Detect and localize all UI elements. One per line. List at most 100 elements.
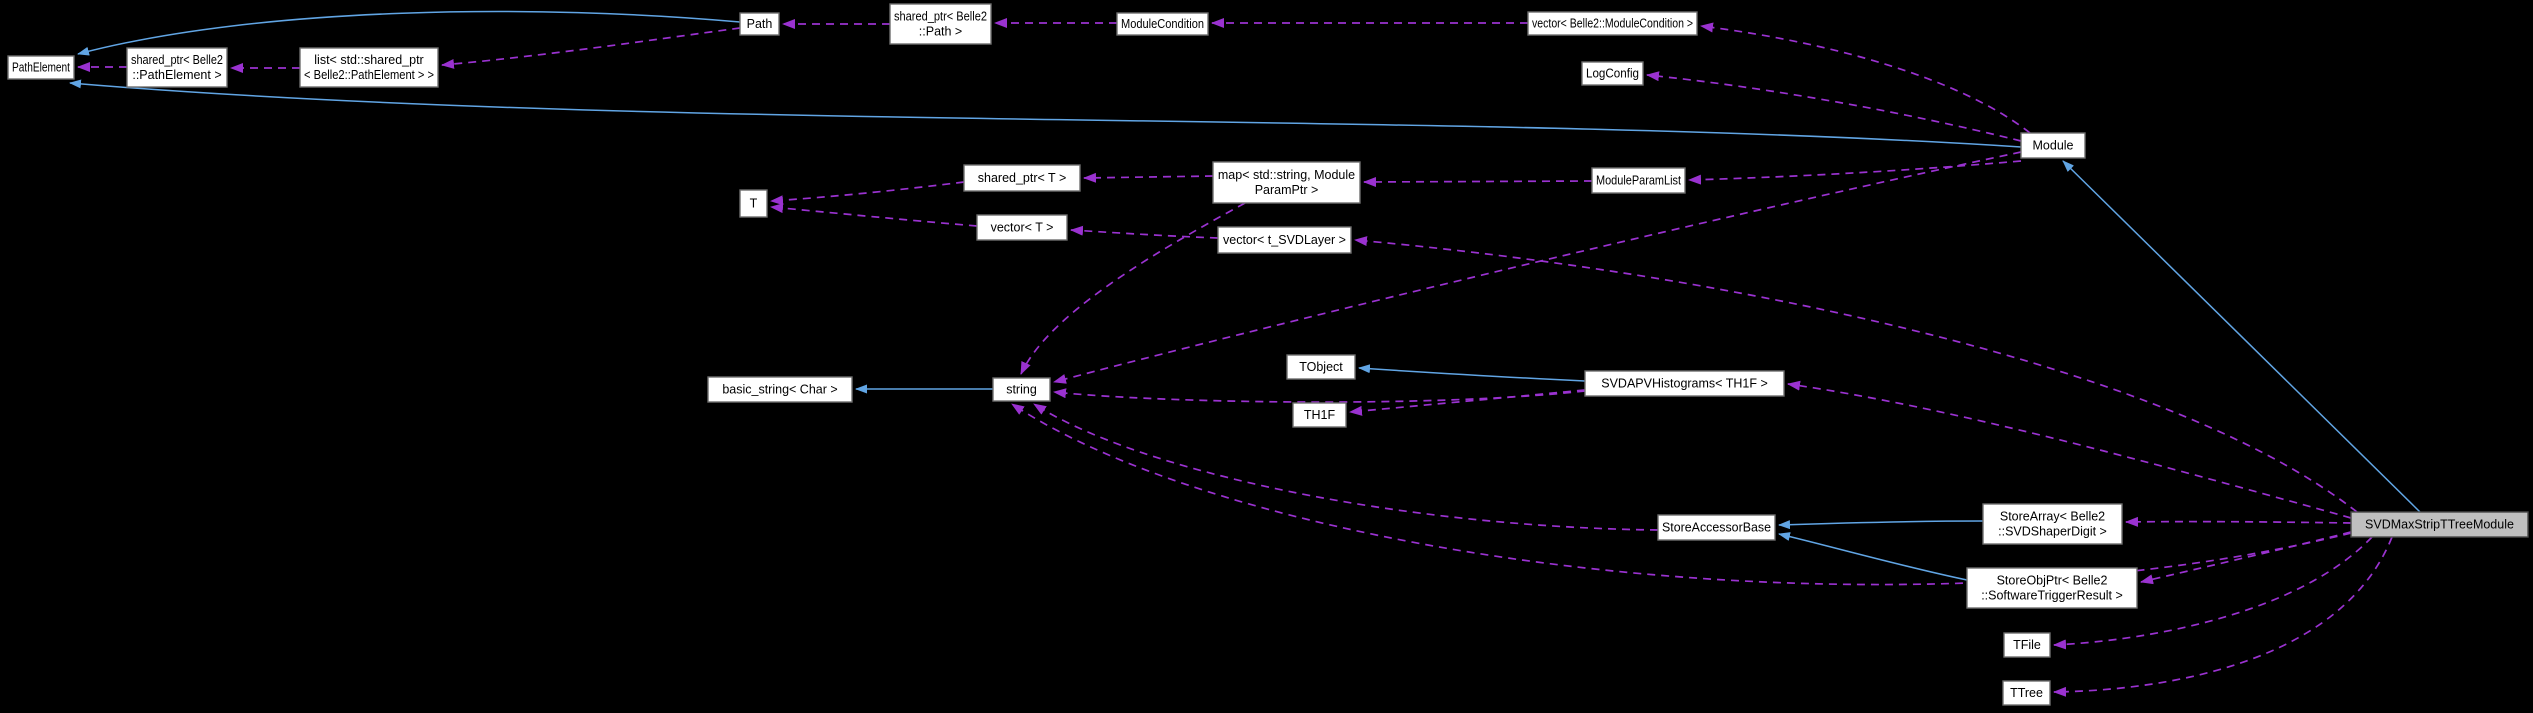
node-box-vec-modulecondition [1527,11,1698,36]
node-box-list-sp-pathelement [299,47,439,88]
node-label-moduleparamlist: ModuleParamList [1596,174,1681,188]
node-box-path [739,12,780,36]
node-sp-t[interactable]: shared_ptr< T > [963,164,1081,192]
node-box-tfile [2003,632,2051,658]
node-label-vec-modulecondition: vector< Belle2::ModuleCondition > [1532,17,1693,31]
edge-sp-t-t [770,181,965,206]
edge-module-moduleparamlist [1688,160,2022,185]
node-label-pathelement: PathElement [12,61,70,75]
node-box-storeobjptr [1966,567,2138,609]
node-storeaccessorbase[interactable]: StoreAccessorBase [1657,514,1776,541]
edge-svdmaxstripttreemodule-tfile [2053,536,2373,650]
node-moduleparamlist[interactable]: ModuleParamList [1591,167,1686,194]
node-label-storeobjptr: StoreObjPtr< Belle2::SoftwareTriggerResu… [1981,574,2123,603]
node-sp-pathelement[interactable]: shared_ptr< Belle2::PathElement > [126,47,228,88]
edge-svdapvhistograms-th1f [1349,389,1586,416]
node-storearray[interactable]: StoreArray< Belle2::SVDShaperDigit > [1982,503,2123,545]
edge-map-moduleparamptr-sp-t [1083,172,1214,183]
node-svdapvhistograms[interactable]: SVDAPVHistograms< TH1F > [1584,370,1785,397]
edge-map-moduleparamptr-string [1020,202,1246,375]
node-box-map-moduleparamptr [1212,161,1361,204]
edge-vec-tsvdlayer-vec-t [1070,225,1219,239]
node-box-string [992,377,1051,402]
node-label-svdmaxstripttreemodule: SVDMaxStripTTreeModule [2365,518,2514,532]
node-box-vec-tsvdlayer [1217,226,1352,254]
node-label-sp-t: shared_ptr< T > [978,171,1067,185]
node-tfile[interactable]: TFile [2003,632,2051,658]
edge-module-string [1053,151,2022,384]
edge-module-pathelement [69,79,2022,148]
node-box-modulecondition [1116,12,1209,36]
node-label-tfile: TFile [2013,638,2041,652]
node-list-sp-pathelement[interactable]: list< std::shared_ptr< Belle2::PathEleme… [299,47,439,88]
edge-svdmaxstripttreemodule-storeobjptr [2140,531,2352,585]
node-box-pathelement [7,55,75,80]
edge-svdmaxstripttreemodule-ttree [2053,536,2393,697]
node-box-tobject [1286,354,1356,380]
node-label-logconfig: LogConfig [1586,67,1639,81]
node-vec-modulecondition[interactable]: vector< Belle2::ModuleCondition > [1527,11,1698,36]
node-box-t [739,189,768,218]
node-label-t: T [750,197,758,211]
node-label-storeaccessorbase: StoreAccessorBase [1662,521,1771,535]
node-box-svdapvhistograms [1584,370,1785,397]
edge-svdmaxstripttreemodule-svdapvhistograms [1787,380,2352,519]
node-path[interactable]: Path [739,12,780,36]
node-vec-tsvdlayer[interactable]: vector< t_SVDLayer > [1217,226,1352,254]
edge-svdmaxstripttreemodule-vec-tsvdlayer [1354,236,2358,513]
node-label-basic-string: basic_string< Char > [722,383,837,397]
node-box-sp-t [963,164,1081,192]
node-box-vec-t [976,214,1068,241]
node-logconfig[interactable]: LogConfig [1581,61,1644,86]
node-th1f[interactable]: TH1F [1292,402,1347,428]
node-string[interactable]: string [992,377,1051,402]
node-box-logconfig [1581,61,1644,86]
node-svdmaxstripttreemodule[interactable]: SVDMaxStripTTreeModule [2350,511,2529,538]
node-sp-path[interactable]: shared_ptr< Belle2::Path > [889,3,992,45]
edge-vec-t-t [770,203,978,227]
node-box-sp-path [889,3,992,45]
node-label-string: string [1006,383,1037,397]
node-ttree[interactable]: TTree [2002,680,2051,706]
node-label-tobject: TObject [1299,360,1343,374]
node-label-path: Path [747,17,773,31]
node-box-th1f [1292,402,1347,428]
node-label-svdapvhistograms: SVDAPVHistograms< TH1F > [1601,377,1768,391]
node-label-list-sp-pathelement: list< std::shared_ptr< Belle2::PathEleme… [304,53,434,82]
node-pathelement[interactable]: PathElement [7,55,75,80]
node-box-storearray [1982,503,2123,545]
edge-svdmaxstripttreemodule-storearray [2125,516,2352,527]
node-storeobjptr[interactable]: StoreObjPtr< Belle2::SoftwareTriggerResu… [1966,567,2138,609]
node-modulecondition[interactable]: ModuleCondition [1116,12,1209,36]
node-label-vec-t: vector< T > [991,221,1054,235]
node-module[interactable]: Module [2020,132,2086,159]
edge-svdapvhistograms-tobject [1358,364,1586,382]
edge-storeobjptr-storeaccessorbase [1778,532,1968,581]
node-basic-string[interactable]: basic_string< Char > [707,376,853,403]
node-vec-t[interactable]: vector< T > [976,214,1068,241]
edge-module-vec-modulecondition [1700,22,2031,134]
node-label-ttree: TTree [2010,686,2043,700]
edge-svdmaxstripttreemodule-module [2062,160,2421,513]
node-box-basic-string [707,376,853,403]
edge-storeaccessorbase-string [1033,403,1659,531]
node-box-sp-pathelement [126,47,228,88]
node-tobject[interactable]: TObject [1286,354,1356,380]
node-label-module: Module [2033,139,2074,153]
node-t[interactable]: T [739,189,768,218]
node-label-sp-path: shared_ptr< Belle2::Path > [894,10,987,39]
node-label-modulecondition: ModuleCondition [1121,17,1204,31]
edge-module-logconfig [1646,71,2022,142]
node-label-sp-pathelement: shared_ptr< Belle2::PathElement > [131,53,223,82]
node-label-th1f: TH1F [1304,408,1336,422]
node-box-module [2020,132,2086,159]
edge-svdmaxstripttreemodule-string [1011,403,2352,586]
edges-layer [69,10,2421,697]
node-box-moduleparamlist [1591,167,1686,194]
nodes-layer: PathElement shared_ptr< Belle2::PathEleme… [7,3,2529,706]
node-box-ttree [2002,680,2051,706]
